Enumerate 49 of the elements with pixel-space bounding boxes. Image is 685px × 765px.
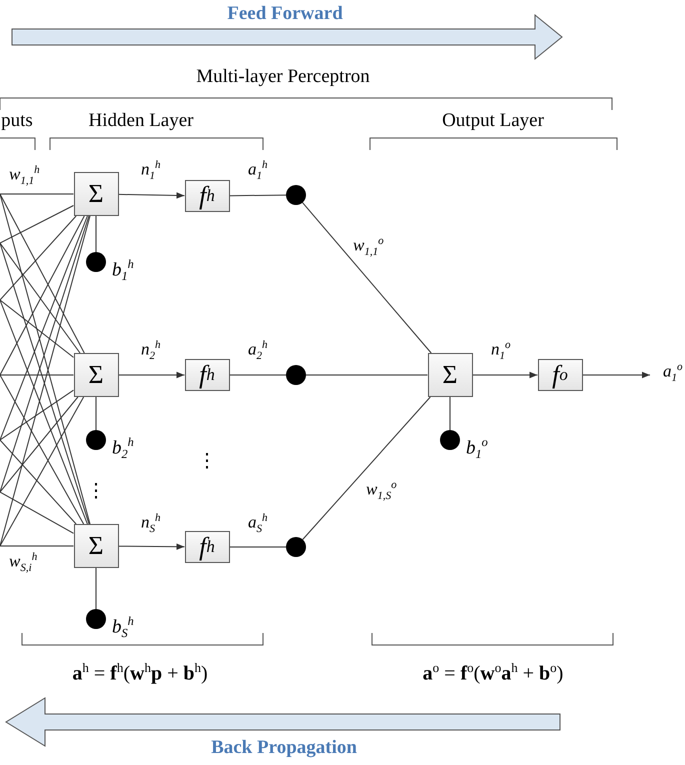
connection-line (229, 374, 286, 376)
summation-box: Σ (74, 524, 118, 568)
connection-line (0, 396, 78, 492)
arrow (472, 372, 538, 378)
connection-line (0, 194, 85, 354)
connection-line (302, 202, 432, 354)
connection-line (302, 396, 431, 540)
arrow (118, 192, 185, 199)
connection-line (0, 440, 77, 524)
equation: a$^{o}$ = f$^{o}$(w$^{o}$a$^{h}$ + b$^{o}$) (422, 661, 564, 684)
connection-line (229, 546, 286, 548)
arrow (118, 372, 185, 378)
connection-line (0, 300, 88, 524)
neuron-dot (286, 365, 306, 385)
connection-line (0, 205, 74, 244)
bias-dot (440, 430, 460, 450)
heading: Output Layer (442, 111, 544, 130)
summation-box: Σ (74, 172, 118, 216)
connection-line (229, 194, 286, 196)
connection-line (0, 242, 80, 354)
connection-line (0, 216, 90, 492)
connection-line (0, 374, 84, 524)
connection-line (306, 374, 428, 376)
direction-label: Feed Forward (227, 4, 343, 23)
arrow (582, 372, 650, 378)
direction-label: Back Propagation (211, 738, 357, 757)
equation: a$^{h}$ = f$^{h}$(w$^{h}$p + b$^{h}$) (72, 661, 208, 684)
ellipsis-mark: ⋮ (86, 482, 106, 501)
connection-line (0, 216, 85, 376)
bias-dot (86, 430, 106, 450)
connection-line (0, 390, 74, 440)
bias-dot (86, 609, 106, 629)
connection-line (0, 300, 74, 358)
heading: Multi-layer Perceptron (196, 67, 370, 86)
ellipsis-mark: ⋮ (198, 452, 216, 471)
connection-line (0, 216, 88, 440)
summation-box: Σ (428, 353, 472, 397)
connection-line (0, 396, 84, 546)
heading: puts (1, 111, 33, 130)
connection-line (0, 242, 90, 524)
arrow (118, 544, 185, 550)
neuron-dot (286, 185, 306, 205)
connection-line (0, 374, 74, 376)
connection-line (0, 492, 74, 534)
bias-dot (86, 252, 106, 272)
neuron-dot (286, 537, 306, 557)
connection-line (0, 216, 77, 300)
summation-box: Σ (74, 353, 118, 397)
heading: Hidden Layer (88, 111, 194, 130)
